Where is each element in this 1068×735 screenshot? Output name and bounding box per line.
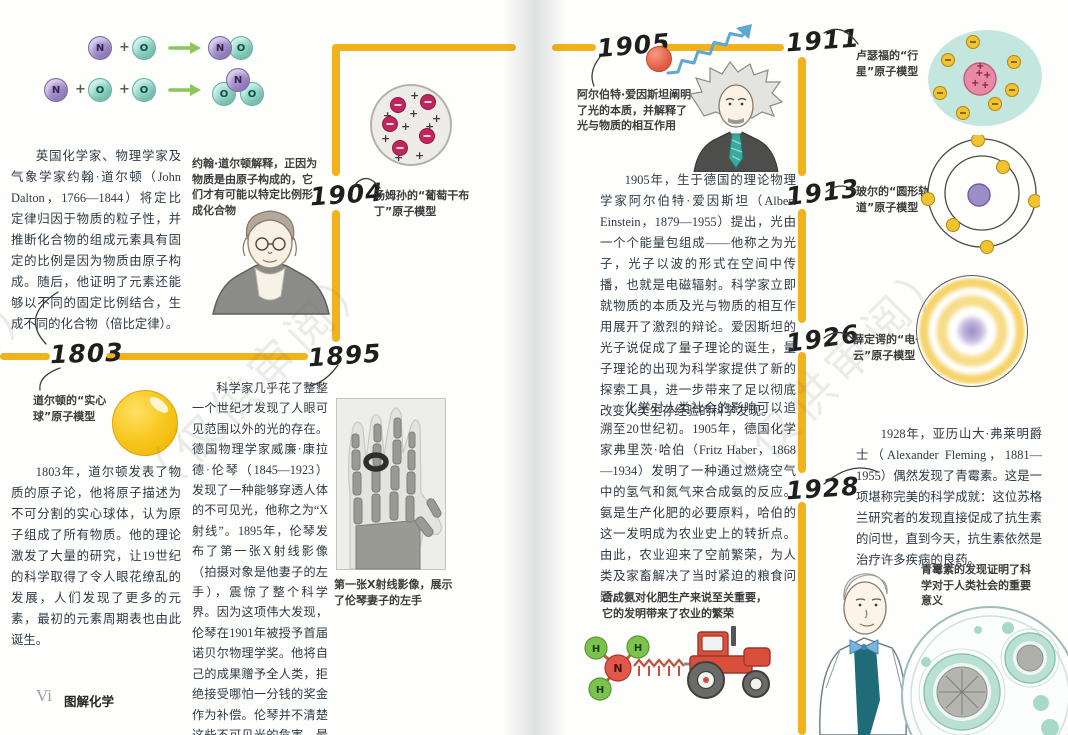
einstein-caption: 阿尔伯特·爱因斯坦阐明了光的本质，并解释了光与物质的相互作用 (577, 88, 692, 132)
book-title: 图解化学 (64, 694, 115, 709)
haber-paragraph: 化学对人类社会的影响可以追溯至20世纪初。1905年，德国化学家弗里茨·哈伯（F… (600, 401, 796, 604)
einstein-paragraph: 1905年，生于德国的理论物理学家阿尔伯特·爱因斯坦（Albert Einste… (600, 173, 796, 418)
year-label-1928: 1928 (785, 471, 861, 506)
electron-cloud (919, 278, 1025, 384)
atom-n-label: N (613, 662, 622, 675)
fleming-portrait (819, 573, 907, 735)
svg-text:+: + (381, 132, 390, 145)
svg-text:+: + (981, 80, 989, 91)
svg-text:+: + (409, 107, 418, 120)
para-1803: 1803年，道尔顿发表了物质的原子论，他将原子描述为不可分割的实心球体，认为原子… (11, 465, 181, 647)
ammonia-molecule: H H H N (584, 635, 650, 701)
atom-o: O (88, 78, 112, 102)
einstein-portrait (688, 60, 784, 172)
reaction-diagram: N + O N O N + O + O O N O (30, 22, 370, 134)
timeline-segment (798, 502, 806, 735)
atom-h-label: H (634, 643, 642, 654)
xray-hand-image (336, 398, 446, 570)
atom-n: N (208, 36, 232, 60)
page-number: Vi (36, 686, 52, 705)
fleming-caption: 青霉素的发现证明了科学对于人类社会的重要意义 (921, 563, 1031, 607)
reaction-arrow-icon (168, 42, 201, 54)
plus-sign: + (119, 82, 130, 97)
thomson-plum-pudding-model: +++ +++ +++ (370, 84, 452, 166)
atom-n: N (226, 68, 250, 92)
timeline-segment (106, 353, 308, 360)
svg-text:+: + (401, 120, 410, 133)
atom-h-label: H (592, 644, 600, 655)
atom-o: O (132, 36, 156, 60)
photon-ball (646, 46, 672, 72)
svg-text:+: + (976, 61, 984, 72)
year-label-1911: 1911 (785, 23, 861, 58)
schrodinger-caption: 薛定谔的“电子云”原子模型 (853, 333, 927, 362)
atom-n: N (44, 78, 68, 102)
bohr-orbit-model (921, 135, 1040, 254)
petri-dish-illustration (901, 606, 1068, 735)
svg-text:+: + (971, 78, 979, 89)
timeline-segment (332, 210, 340, 342)
timeline-segment (0, 353, 50, 360)
page-gutter (503, 0, 567, 735)
dalton-portrait-caption: 约翰·道尔顿解释，正因为物质是由原子构成的，它们才有可能以特定比例形成化合物 (192, 157, 318, 217)
dalton-portrait (212, 210, 330, 315)
timeline-segment (798, 57, 806, 176)
dalton-solid-sphere-model (112, 390, 178, 456)
svg-text:+: + (383, 109, 392, 122)
ammonia-caption: 合成氨对化肥生产来说至关重要，它的发明带来了农业的繁荣 (602, 591, 767, 620)
svg-text:+: + (432, 112, 441, 125)
rutherford-planetary-model: +++ ++ (928, 29, 1042, 127)
timeline-segment (332, 44, 516, 51)
rutherford-caption: 卢瑟福的“行星”原子模型 (856, 49, 919, 78)
atom-o: O (229, 36, 253, 60)
xray-caption: 第一张X射线影像，展示了伦琴妻子的左手 (334, 578, 453, 607)
rontgen-paragraph: 科学家几乎花了整整一个世纪才发现了人眼可见范围以外的光的存在。德国物理学家威廉·… (192, 381, 328, 735)
dalton-paragraph: 英国化学家、物理学家及气象学家约翰·道尔顿（John Dalton，1766—1… (11, 149, 181, 331)
svg-text:+: + (415, 149, 424, 162)
year-label-1895: 1895 (307, 338, 383, 373)
svg-text:+: + (425, 120, 434, 133)
timeline-segment (552, 44, 596, 51)
timeline-segment (798, 352, 806, 473)
year-label-1803: 1803 (49, 337, 125, 370)
svg-text:+: + (975, 68, 983, 79)
bohr-caption: 玻尔的“圆形轨道”原子模型 (856, 185, 930, 214)
fleming-paragraph: 1928年，亚历山大·弗莱明爵士（Alexander Fleming，1881—… (856, 427, 1042, 567)
svg-text:+: + (410, 89, 419, 102)
reaction-arrow-icon (168, 84, 201, 96)
svg-text:+: + (394, 151, 403, 164)
atom-h-label: H (596, 685, 604, 696)
svg-text:+: + (983, 70, 991, 81)
thomson-model-caption: 汤姆孙的“葡萄干布丁”原子模型 (374, 189, 470, 218)
timeline-segment (798, 209, 806, 323)
solid-ball-model-caption: 道尔顿的“实心球”原子模型 (33, 394, 107, 423)
timeline-segment (660, 44, 784, 51)
timeline-segment (332, 46, 340, 176)
plus-sign: + (119, 40, 130, 55)
tractor-illustration (633, 626, 771, 699)
atom-n: N (88, 36, 112, 60)
atom-o: O (132, 78, 156, 102)
schrodinger-cloud-model (916, 275, 1028, 387)
plus-sign: + (75, 82, 86, 97)
